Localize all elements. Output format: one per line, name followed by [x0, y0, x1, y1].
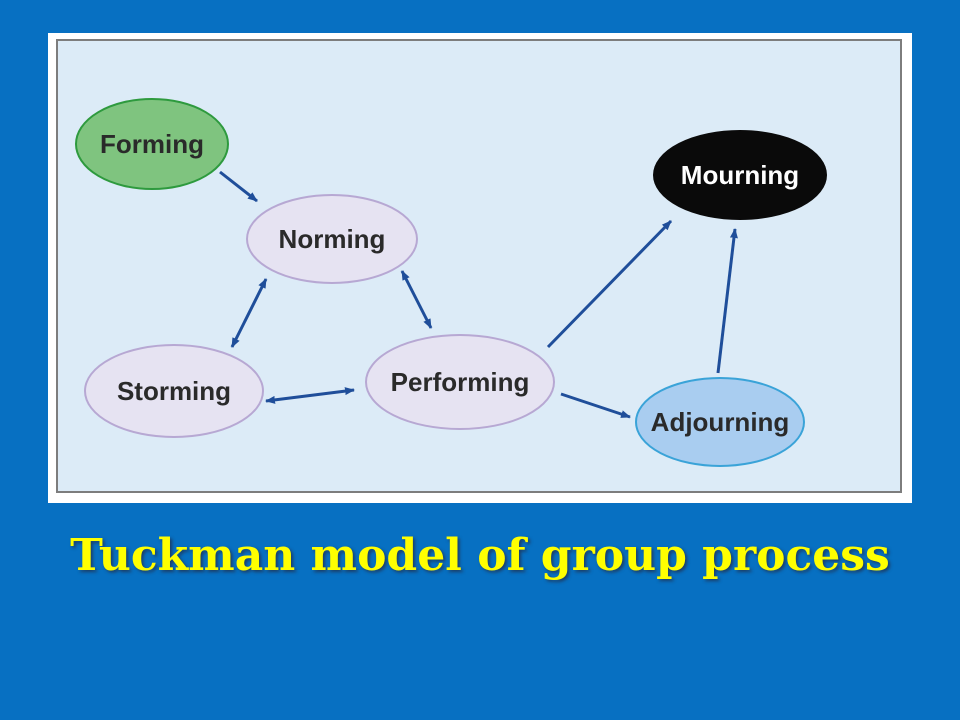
edge-adjourning-mourning	[716, 228, 738, 374]
diagram-panel: Forming Norming Storming Performing Mour…	[56, 39, 902, 493]
edge-forming-norming	[219, 170, 258, 203]
edges	[219, 170, 738, 419]
node-mourning-label: Mourning	[681, 160, 799, 190]
node-adjourning-label: Adjourning	[651, 407, 790, 437]
edge-performing-mourning	[546, 219, 673, 349]
node-performing-label: Performing	[391, 367, 530, 397]
edge-storming-performing	[265, 387, 355, 404]
edge-norming-performing	[400, 270, 433, 329]
node-norming: Norming	[246, 194, 418, 284]
node-forming: Forming	[75, 98, 229, 190]
tuckman-diagram: Forming Norming Storming Performing Mour…	[75, 98, 827, 467]
slide-title: Tuckman model of group process	[70, 530, 890, 581]
edge-performing-adjourning	[560, 392, 631, 419]
node-mourning: Mourning	[653, 130, 827, 220]
node-forming-label: Forming	[100, 129, 204, 159]
diagram-frame: Forming Norming Storming Performing Mour…	[48, 33, 912, 503]
node-adjourning: Adjourning	[635, 377, 805, 467]
node-performing: Performing	[365, 334, 555, 430]
edge-norming-storming	[230, 278, 268, 348]
node-storming-label: Storming	[117, 376, 231, 406]
node-storming: Storming	[84, 344, 264, 438]
node-norming-label: Norming	[279, 224, 386, 254]
